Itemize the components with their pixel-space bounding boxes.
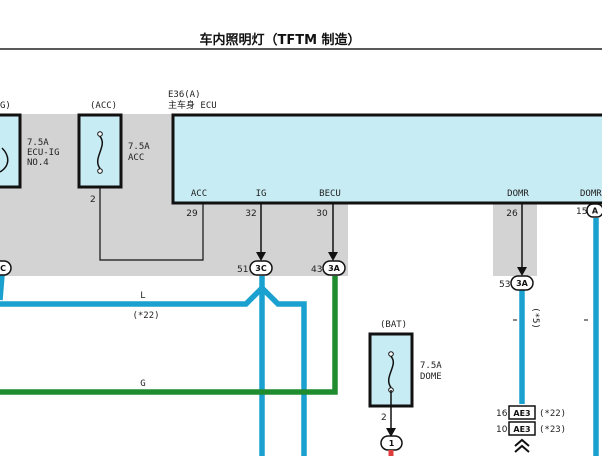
ecu-pin-26: 26 xyxy=(506,209,518,219)
domr-arrow xyxy=(517,267,527,276)
gray-area-domr xyxy=(493,204,537,276)
fuse-acc-name: ACC xyxy=(128,153,144,163)
ecu-name: 主车身 ECU xyxy=(168,99,217,111)
svg-text:1: 1 xyxy=(389,439,395,448)
ae3-top-box xyxy=(508,405,536,420)
ae3-bottom-number: 10 xyxy=(496,425,508,435)
wire-l-note: (*22) xyxy=(132,311,159,321)
wire-l-label: L xyxy=(140,291,145,301)
ecu-code: E36(A) xyxy=(168,90,201,100)
fuse-acc-element xyxy=(97,136,103,169)
ae3-top-number: 16 xyxy=(496,409,508,419)
connector-bat-1: 1 xyxy=(380,435,403,451)
blue-wires xyxy=(0,218,599,456)
connector-43-number: 43 xyxy=(311,265,322,275)
svg-text:A: A xyxy=(592,207,599,216)
ae3-top-note: (*22) xyxy=(539,409,566,419)
bat-arrow xyxy=(386,428,396,437)
wire-acc xyxy=(99,187,204,261)
ecu-pin-32: 32 xyxy=(245,209,256,219)
fuse-bat-terminal-top xyxy=(388,351,394,357)
ae3-bottom-note: (*23) xyxy=(539,425,566,435)
main-body-ecu xyxy=(171,113,602,205)
svg-text:3C: 3C xyxy=(255,264,267,273)
fuse-bat-element xyxy=(388,355,394,388)
wire-green-becu xyxy=(0,276,338,395)
wire-g-label: G xyxy=(140,379,145,389)
pin15-badge: A xyxy=(586,203,602,218)
ig-arrow xyxy=(256,252,266,261)
becu-arrow xyxy=(328,252,338,261)
connector-53-3a: 3A xyxy=(510,275,534,291)
fuse-left-element xyxy=(0,147,9,173)
ae3-bottom-box xyxy=(508,421,536,436)
ecu-terminal-ig: IG xyxy=(256,189,267,199)
ecu-pin-30: 30 xyxy=(316,209,328,219)
fuse-acc-terminal-top xyxy=(97,131,103,137)
fuse-bat-header: (BAT) xyxy=(380,320,407,330)
fuse-left-header: G) xyxy=(0,101,11,111)
svg-text:3A: 3A xyxy=(516,279,529,288)
ae3-bottom-label: AE3 xyxy=(513,425,530,434)
connector-51-3c: 3C xyxy=(249,260,273,276)
fuse-left-box xyxy=(0,113,22,189)
fuse-left-name1: ECU-IG xyxy=(27,148,60,158)
wire-domr-note: (*5) xyxy=(530,307,540,329)
connector-left: C xyxy=(0,260,12,276)
svg-text:3A: 3A xyxy=(328,264,341,273)
fuse-acc-header: (ACC) xyxy=(90,101,117,111)
diagram-title: 车内照明灯（TFTM 制造） xyxy=(199,32,360,48)
fuse-bat-name: DOME xyxy=(420,372,442,382)
connector-43-3a: 3A xyxy=(322,260,346,276)
connector-53-number: 53 xyxy=(499,280,510,290)
ecu-pin-15: 15 xyxy=(576,207,587,217)
fuse-left-amp: 7.5A xyxy=(27,138,49,148)
ecu-terminal-becu: BECU xyxy=(319,189,341,199)
ecu-pin-29: 29 xyxy=(186,209,198,219)
fuse-bat-pin: 2 xyxy=(381,413,387,423)
ecu-terminal-domr-2: DOMR xyxy=(580,189,602,199)
connector-51-number: 51 xyxy=(237,265,248,275)
fuse-acc-amp: 7.5A xyxy=(128,142,150,152)
ae3-top-label: AE3 xyxy=(513,409,530,418)
fuse-acc-terminal-bottom xyxy=(97,168,103,174)
svg-text:C: C xyxy=(0,264,6,273)
ecu-terminal-domr: DOMR xyxy=(507,189,529,199)
ecu-terminal-acc: ACC xyxy=(191,189,207,199)
fuse-bat-amp: 7.5A xyxy=(420,361,442,371)
ae3-chevron-icon xyxy=(514,438,530,453)
fuse-acc-pin: 2 xyxy=(90,195,96,205)
fuse-left-name2: NO.4 xyxy=(27,158,49,168)
